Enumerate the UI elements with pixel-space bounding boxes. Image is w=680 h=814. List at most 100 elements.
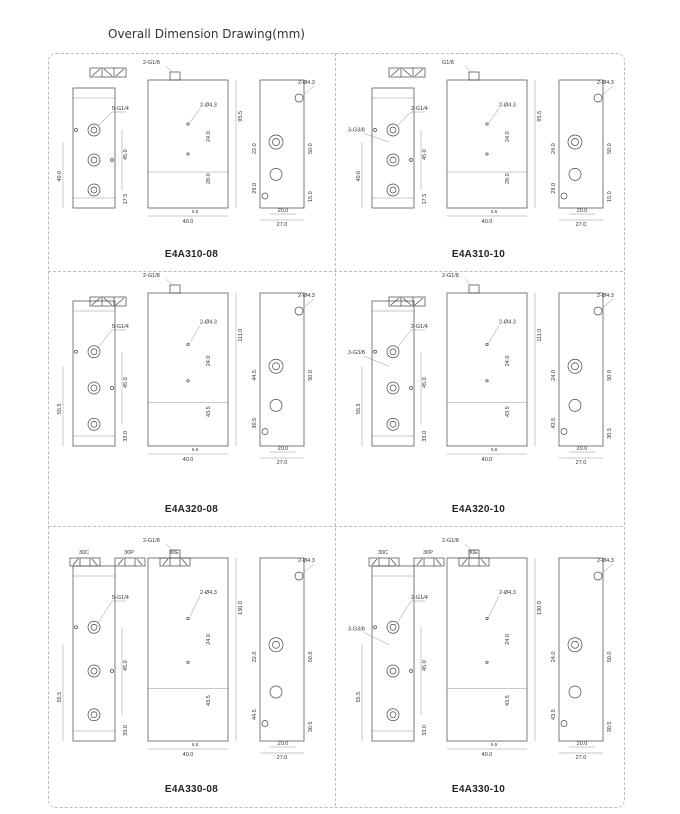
dim-height-left: 40.0 xyxy=(356,171,362,182)
front-view: 2-G1/43-G3/855.545.033.0 xyxy=(348,565,428,742)
mount-hole xyxy=(74,349,78,354)
port-circle xyxy=(87,664,101,678)
dim-w2: 27.0 xyxy=(576,222,587,228)
end-view: 2-Ø4.322.044.550.030.520.027.0 xyxy=(252,557,315,761)
side-port-label: 2-G1/4 xyxy=(411,324,428,330)
port-inner xyxy=(389,667,397,675)
mount-hole xyxy=(560,428,568,435)
valve-symbol-icon xyxy=(388,67,426,78)
mount-hole xyxy=(74,625,78,630)
mount-hole xyxy=(294,571,304,581)
port-circle xyxy=(87,183,101,197)
dim-width: 40.0 xyxy=(482,219,493,225)
port-circle xyxy=(568,685,582,699)
side-view: 2-G1/82-Ø4.395.524.028.040.06.5 xyxy=(143,60,244,225)
dim-gap: 6.5 xyxy=(491,742,498,747)
mount-hole xyxy=(485,152,489,156)
symbol-label: 30P xyxy=(124,550,134,556)
dim-gap: 6.5 xyxy=(192,447,199,452)
symbol-label: 30P xyxy=(423,550,433,556)
dim-width: 40.0 xyxy=(183,457,194,463)
dim-upper: 24.0 xyxy=(505,634,511,645)
mount-hole xyxy=(186,152,190,156)
dim-lower: 28.0 xyxy=(206,173,212,184)
dim-lower: 43.5 xyxy=(505,406,511,417)
mount-hole xyxy=(485,660,489,664)
mount-hole xyxy=(560,192,568,200)
dim-lower: 43.5 xyxy=(505,695,511,706)
dim-width: 40.0 xyxy=(183,752,194,758)
port-circle xyxy=(568,168,582,181)
mount-hole xyxy=(485,122,489,126)
hole-label: 2-Ø4.3 xyxy=(597,558,614,564)
port-inner xyxy=(571,640,579,649)
dim-total: 111.0 xyxy=(537,329,543,342)
port-inner xyxy=(90,126,98,134)
port-inner xyxy=(90,156,98,164)
dim-width: 40.0 xyxy=(183,219,194,225)
port-circle xyxy=(568,399,582,412)
port-inner xyxy=(389,348,397,356)
port-circle xyxy=(87,123,101,137)
dim-small: 33.0 xyxy=(123,431,129,442)
mount-hole xyxy=(186,379,190,383)
port-inner xyxy=(389,126,397,134)
dim-r-height: 50.0 xyxy=(308,370,314,381)
dim-upper: 24.0 xyxy=(505,131,511,142)
dim-pitch: 45.0 xyxy=(123,149,129,160)
row-divider-2 xyxy=(48,526,623,527)
left-port-label: 3-G3/8 xyxy=(348,128,365,134)
dim-small: 17.5 xyxy=(422,194,428,205)
symbol-label: 30E xyxy=(169,550,179,556)
hole-label: 2-Ø4.3 xyxy=(597,293,614,299)
dim-r-small: 30.5 xyxy=(607,722,613,733)
dim-height-left: 55.5 xyxy=(356,403,362,414)
top-port-label: G1/8 xyxy=(442,60,454,66)
model-label: E4A310-10 xyxy=(451,249,506,260)
port-circle xyxy=(87,708,101,722)
mount-hole xyxy=(294,93,304,103)
model-label: E4A320-10 xyxy=(451,504,506,515)
top-port-label: 2-G1/8 xyxy=(143,60,160,66)
dim-w1: 20.0 xyxy=(577,446,588,452)
top-port-label: 2-G1/8 xyxy=(143,538,160,544)
hole-label: 2-Ø4.3 xyxy=(499,102,516,108)
dim-height-left: 55.5 xyxy=(57,403,63,414)
dim-width: 40.0 xyxy=(482,752,493,758)
row-divider-1 xyxy=(48,271,623,272)
port-circle xyxy=(386,381,400,395)
panel-drawing: 2-G1/43-G3/855.545.033.02-G1/82-Ø4.3111.… xyxy=(348,273,614,466)
dim-pitch: 45.0 xyxy=(422,377,428,388)
dim-r-upper: 44.5 xyxy=(252,370,258,381)
dim-lower: 28.0 xyxy=(505,173,511,184)
port-inner xyxy=(389,711,397,719)
mount-hole xyxy=(485,616,489,621)
dim-w1: 20.0 xyxy=(278,741,289,747)
port-inner xyxy=(571,138,579,146)
dim-r-lower: 29.0 xyxy=(252,183,258,194)
dim-width: 40.0 xyxy=(482,457,493,463)
valve-symbol-icon xyxy=(89,296,127,307)
hole-label: 2-Ø4.3 xyxy=(200,102,217,108)
port-inner xyxy=(90,348,98,356)
front-view: 2-G1/43-G3/840.045.017.5 xyxy=(348,87,428,209)
left-port-label: 3-G3/8 xyxy=(348,350,365,356)
top-port xyxy=(169,71,181,81)
port-inner xyxy=(389,623,397,631)
hole-label: 2-Ø4.3 xyxy=(200,590,217,596)
hole-label: 2-Ø4.3 xyxy=(298,558,315,564)
port-circle xyxy=(386,345,400,359)
mount-hole xyxy=(485,342,489,347)
top-port xyxy=(169,549,181,559)
mount-hole xyxy=(110,386,114,390)
port-circle xyxy=(386,153,400,167)
dim-total: 130.0 xyxy=(537,601,543,615)
top-port-label: 2-G1/8 xyxy=(442,273,459,279)
page-title: Overall Dimension Drawing(mm) xyxy=(108,27,305,41)
